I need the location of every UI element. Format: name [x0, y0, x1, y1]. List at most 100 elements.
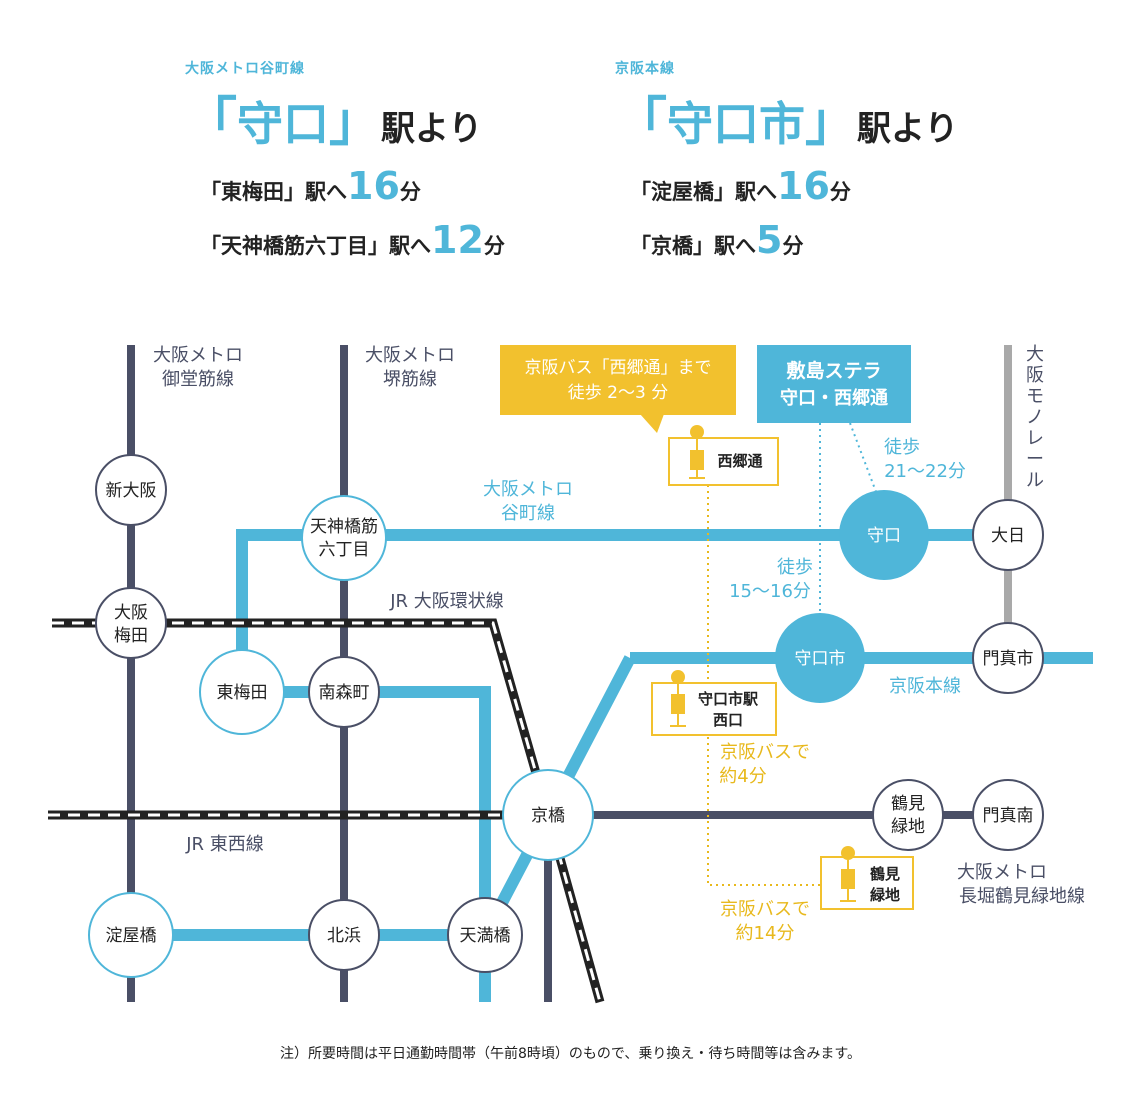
- route-row: 「東梅田」駅へ16分: [200, 164, 421, 208]
- station-higashi-umeda: [199, 649, 285, 735]
- label-dainichi: 大日: [991, 526, 1025, 546]
- station-kadoma-minami: [972, 779, 1044, 851]
- svg-text:守口市駅: 守口市駅: [698, 690, 759, 708]
- connectors: [707, 422, 879, 886]
- label-kitahama: 北浜: [327, 926, 361, 946]
- label-tsurumi: 鶴見: [891, 794, 925, 814]
- svg-text:約4分: 約4分: [719, 766, 766, 787]
- line-name: 京阪本線: [615, 61, 675, 77]
- svg-text:鶴見: 鶴見: [870, 865, 900, 883]
- sakaisuji-label: 大阪メトロ: [365, 345, 455, 366]
- svg-text:堺筋線: 堺筋線: [383, 369, 437, 390]
- jr-loop-label: JR 大阪環状線: [389, 591, 504, 612]
- property-name: 敷島ステラ: [786, 359, 881, 382]
- svg-text:西郷通: 西郷通: [717, 452, 762, 470]
- svg-text:約14分: 約14分: [736, 923, 795, 944]
- walk-moriguchi-label: 徒歩: [884, 437, 920, 458]
- station-shin-osaka: [95, 454, 167, 526]
- svg-text:緑地: 緑地: [891, 817, 925, 837]
- bus-14-label: 京阪バスで: [720, 899, 810, 920]
- bus-4-label: 京阪バスで: [720, 742, 810, 763]
- station-temmabashi: [447, 897, 523, 973]
- station-moriguchishi: [775, 613, 865, 703]
- stations: [88, 454, 1044, 978]
- svg-text:阪: 阪: [1026, 365, 1044, 386]
- svg-text:21〜22分: 21〜22分: [884, 461, 966, 482]
- route-row: 「淀屋橋」駅へ16分: [630, 164, 851, 208]
- svg-text:御堂筋線: 御堂筋線: [162, 369, 234, 390]
- minutes: 16: [347, 164, 400, 208]
- svg-text:谷町線: 谷町線: [501, 503, 555, 524]
- label-moriguchi: 守口: [867, 526, 901, 546]
- station-name: 守口: [237, 97, 330, 151]
- minutes: 5: [756, 218, 783, 262]
- bus-stop-icon: [690, 425, 704, 439]
- property-box: 敷島ステラ 守口・西郷通: [757, 345, 911, 423]
- svg-text:大: 大: [1026, 344, 1044, 365]
- svg-text:緑地: 緑地: [870, 886, 900, 904]
- station-moriguchi: [839, 490, 929, 580]
- label-yodoyabashi: 淀屋橋: [106, 926, 157, 946]
- access-block-moriguchishi: 京阪本線 「守口市」駅より: [615, 58, 958, 155]
- bus-stop-icon: [841, 846, 855, 860]
- tanimachi-line: [236, 529, 1008, 692]
- svg-text:ノ: ノ: [1026, 407, 1044, 428]
- label-tenjinbashi: 天神橋筋: [310, 517, 378, 537]
- jr-tozai-label: JR 東西線: [185, 834, 264, 855]
- svg-text:ル: ル: [1026, 470, 1044, 491]
- station-minamimorimachi: [308, 656, 380, 728]
- svg-text:レ: レ: [1026, 428, 1044, 449]
- property-address: 守口・西郷通: [780, 387, 888, 409]
- svg-text:六丁目: 六丁目: [319, 540, 370, 560]
- walk-moriguchishi-label: 徒歩: [777, 557, 813, 578]
- minutes: 12: [431, 218, 484, 262]
- label-kadomashi: 門真市: [983, 649, 1034, 669]
- route-row: 「京橋」駅へ5分: [630, 218, 804, 262]
- station-osaka-umeda: [95, 587, 167, 659]
- bus-stop-moriguchishi-nishi: 守口市駅 西口: [651, 670, 777, 736]
- station-tenjinbashi: [301, 495, 387, 581]
- station-dainichi: [972, 499, 1044, 571]
- station-title: 「守口」駅より: [185, 93, 483, 153]
- bus-callout: 京阪バス「西郷通」まで 徒歩 2〜3 分: [500, 345, 736, 433]
- label-temmabashi: 天満橋: [460, 926, 511, 946]
- label-osaka-umeda: 大阪: [114, 603, 148, 623]
- midosuji-label: 大阪メトロ: [153, 345, 243, 366]
- bus-stop-tsurumi: 鶴見 緑地: [820, 846, 914, 910]
- svg-text:ー: ー: [1026, 449, 1044, 470]
- station-kadomashi: [972, 622, 1044, 694]
- svg-text:15〜16分: 15〜16分: [729, 581, 811, 602]
- station-name: 守口市: [667, 97, 806, 151]
- minutes: 16: [777, 164, 830, 208]
- svg-text:長堀鶴見緑地線: 長堀鶴見緑地線: [959, 886, 1085, 907]
- label-higashi-umeda: 東梅田: [217, 683, 268, 703]
- station-kitahama: [308, 899, 380, 971]
- label-moriguchishi: 守口市: [795, 649, 846, 669]
- svg-text:モ: モ: [1026, 386, 1044, 407]
- label-kadoma-minami: 門真南: [983, 806, 1034, 826]
- bus-stop-icon: [671, 670, 685, 684]
- svg-text:京阪バス「西郷通」まで: 京阪バス「西郷通」まで: [525, 358, 712, 378]
- jr-lines: [48, 618, 605, 1004]
- station-kyobashi: [502, 769, 594, 861]
- monorail-label: 大 阪 モ ノ レ ー ル: [1026, 344, 1044, 491]
- svg-text:徒歩 2〜3 分: 徒歩 2〜3 分: [568, 383, 668, 403]
- label-kyobashi: 京橋: [531, 806, 565, 826]
- line-name: 大阪メトロ谷町線: [185, 61, 305, 77]
- svg-text:梅田: 梅田: [114, 626, 148, 646]
- nagahori-label: 大阪メトロ: [957, 862, 1047, 883]
- bus-stop-saigodori: 西郷通: [668, 425, 779, 486]
- station-title: 「守口市」駅より: [615, 93, 959, 153]
- tanimachi-label: 大阪メトロ: [483, 479, 573, 500]
- access-block-moriguchi: 大阪メトロ谷町線 「守口」駅より: [185, 58, 482, 155]
- station-yodoyabashi: [88, 892, 174, 978]
- keihan-label: 京阪本線: [889, 676, 961, 697]
- footnote: 注）所要時間は平日通勤時間帯（午前8時頃）のもので、乗り換え・待ち時間等は含みま…: [280, 1046, 861, 1062]
- svg-text:西口: 西口: [713, 711, 743, 729]
- station-tsurumi-ryokuchi: [872, 779, 944, 851]
- label-shin-osaka: 新大阪: [106, 481, 157, 501]
- blue-lines: [131, 529, 1093, 1002]
- route-row: 「天神橋筋六丁目」駅へ12分: [200, 218, 505, 262]
- label-minamimorimachi: 南森町: [319, 683, 370, 703]
